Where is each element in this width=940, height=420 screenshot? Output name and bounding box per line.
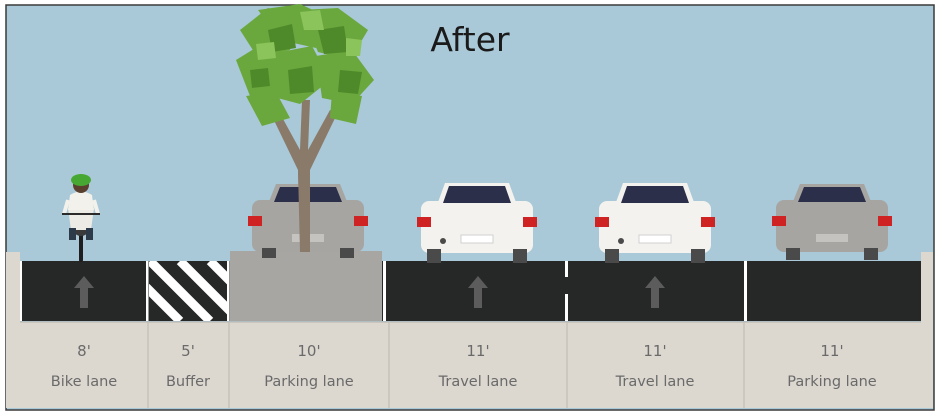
label-strip [20,322,921,408]
right-sidewalk [921,252,933,408]
moving-car-2 [595,183,715,263]
diagram-title: After [430,20,510,59]
direction-arrow [468,276,488,308]
moving-car-1 [417,183,537,263]
bike-lane-buffer-line [146,261,149,321]
buffer-hatch [149,261,230,321]
lane-name-label: Travel lane [438,374,518,390]
planter-strip [230,251,382,321]
parked-car-right [772,184,892,260]
cyclist [62,174,100,262]
travel-lane-divider [565,261,568,321]
lane-labels: 8' Bike lane 5' Buffer 10' Parking lane 11' Tra… [51,342,877,390]
bike-lane-edge-line [20,261,22,321]
lane-width-label: 5' [181,342,195,360]
lane-name-label: Bike lane [51,374,117,390]
direction-arrow [645,276,665,308]
direction-arrow [74,276,94,308]
lane-name-label: Parking lane [787,374,876,390]
lane-name-label: Buffer [166,374,210,390]
lane-name-label: Travel lane [615,374,695,390]
right-parking-edge-line [744,261,747,321]
lane-width-label: 11' [466,342,489,360]
lane-width-label: 11' [643,342,666,360]
lane-width-label: 8' [77,342,91,360]
direction-arrows [74,276,665,308]
lane-width-label: 11' [820,342,843,360]
lane-name-label: Parking lane [264,374,353,390]
left-sidewalk [6,252,20,408]
parking-edge-line [383,261,386,321]
tree-trunk [298,170,310,252]
lane-width-label: 10' [297,342,320,360]
